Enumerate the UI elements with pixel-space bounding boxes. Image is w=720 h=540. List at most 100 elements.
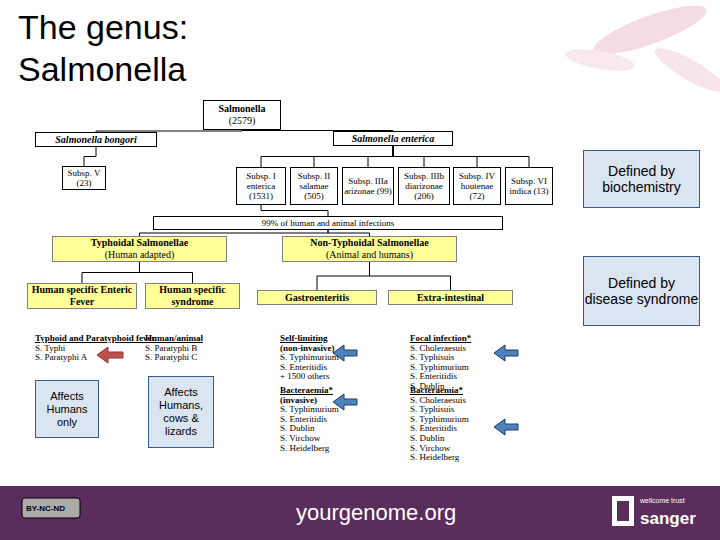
node-heading: Gastroenteritis [285,292,349,304]
node-heading: Human specific syndrome [146,284,239,308]
node-heading: Subsp. IV houtenae (72) [454,171,500,201]
serovar-name: S. Typhimurium [280,404,339,414]
node-heading: Subsp. IIIa arizonae (99) [343,176,393,196]
note-box: Defined by disease syndrome [583,256,700,326]
node-heading: Salmonella bongori [55,134,136,146]
license-text: BY-NC-ND [26,504,65,514]
serovar-name: S. Virchow [280,433,320,443]
category-box: Typhoidal Salmonellae(Human adapted) [52,236,227,262]
tree-connector [393,146,529,167]
node-heading: Subsp. II salamae (505) [291,171,337,201]
serovar-name: S. Enteritidis [410,423,457,433]
node-heading: Human specific Enteric Fever [28,284,136,308]
serovar-name: + 1500 others [280,371,330,381]
tree-connector [314,146,393,167]
category-box: Non-Typhoidal Salmonellae(Animal and hum… [282,236,457,262]
blue-arrow [494,345,518,361]
serovar-name: (invasive) [280,395,317,405]
list-heading: Bacteraemia* [280,385,333,395]
list-heading: Self-limiting [280,333,328,343]
serovar-name: S. Dublin [410,433,445,443]
node-heading: Subsp. VI indica (13) [506,176,552,196]
footer-site: yourgenome.org [296,500,456,526]
tree-connector [368,146,393,167]
tree-connector [261,205,328,216]
serovar-name: S. Heidelberg [410,452,459,462]
serovar-name: S. Typhisuis [410,404,454,414]
license-badge [22,498,80,518]
serovar-name: S. Paratyphi A [35,352,87,362]
serovar-name: S. Typhimurium [410,414,469,424]
footer-logo: sanger [640,509,696,529]
bacterium-image [650,41,720,98]
subspecies-box: Subsp. IIIa arizonae (99) [342,167,394,205]
list-heading: Focal infection* [410,333,471,343]
list-heading: Bacteraemia* [410,385,463,395]
node-heading: Salmonella enterica [352,133,435,145]
sanger-logo [612,496,634,526]
serovar-name: S. Dublin [280,423,315,433]
node-heading: Non-Typhoidal Salmonellae [310,237,428,249]
tree-connector [370,262,451,290]
syndrome-box: Human specific Enteric Fever [27,283,137,309]
subspecies-box: Subsp. IIIb diarizonae (206) [398,167,450,205]
serovar-name: S. Choleraesuis [410,395,466,405]
bacterium-image [564,45,636,75]
node-heading: Subsp. V (23) [63,168,105,188]
serovar-name: S. Typhimurium [280,352,339,362]
species-box: Salmonella enterica [333,131,453,146]
node-heading: Affects Humans, cows & lizards [149,386,213,438]
note-box: Affects Humans, cows & lizards [148,376,214,448]
node-heading: 99% of human and animal infections [262,218,395,228]
subspecies-box: Subsp. V (23) [62,166,106,190]
node-heading: Defined by biochemistry [584,163,699,195]
subspecies-box: Subsp. IV houtenae (72) [453,167,501,205]
syndrome-box: Human specific syndrome [145,283,240,309]
tree-connector [393,146,477,167]
genus-box: Salmonella(2579) [203,100,281,130]
tree-connector [317,262,370,290]
serovar-name: S. Typhimurium [410,362,469,372]
node-heading: Defined by disease syndrome [584,275,699,307]
note-box: Defined by biochemistry [583,150,700,208]
tree-connector [84,147,96,166]
serovar-name: S. Enteritidis [410,371,457,381]
title: The genus: Salmonella [18,6,248,90]
tree-connector [393,146,424,167]
tree-connector [140,262,193,283]
list-heading: Typhoid and Paratyphoid fever [35,333,156,343]
serovar-name: S. Virchow [410,443,450,453]
serovar-name: S. Heidelberg [280,443,329,453]
node-heading: Subsp. IIIb diarizonae (206) [399,171,449,201]
serovar-name: S. Paratyphi C [145,352,197,362]
blue-arrow [494,419,518,435]
node-heading: Salmonella [218,103,265,115]
node-heading: Subsp. I enterica (1531) [237,171,285,201]
node-heading: Affects Humans only [36,390,98,429]
tree-connector [261,146,393,167]
serovar-name: S. Enteritidis [280,362,327,372]
note-box: Affects Humans only [35,380,99,438]
list-heading: Human/animal [145,333,203,343]
subspecies-box: Subsp. I enterica (1531) [236,167,286,205]
serovar-name: S. Typhisuis [410,352,454,362]
group-box: 99% of human and animal infections [153,216,503,230]
serovar-name: S. Typhi [35,343,65,353]
serovar-name: S. Enteritidis [280,414,327,424]
footer-band [0,486,720,540]
species-box: Salmonella bongori [35,132,157,147]
node-body: (2579) [229,115,256,127]
sanger-logo-mark [617,501,629,521]
footer-logo-small: wellcome trust [640,497,685,505]
serovar-name: S. Paratyphi B [145,343,197,353]
node-heading: Extra-intestinal [417,292,484,304]
syndrome-box: Extra-intestinal [388,290,513,305]
serovar-name: S. Choleraesuis [410,343,466,353]
subspecies-box: Subsp. II salamae (505) [290,167,338,205]
node-heading: Typhoidal Salmonellae [91,237,188,249]
serovar-name: (non-invasive) [280,343,335,353]
red-arrow [97,347,123,363]
syndrome-box: Gastroenteritis [257,290,377,305]
node-body: (Human adapted) [105,249,175,261]
